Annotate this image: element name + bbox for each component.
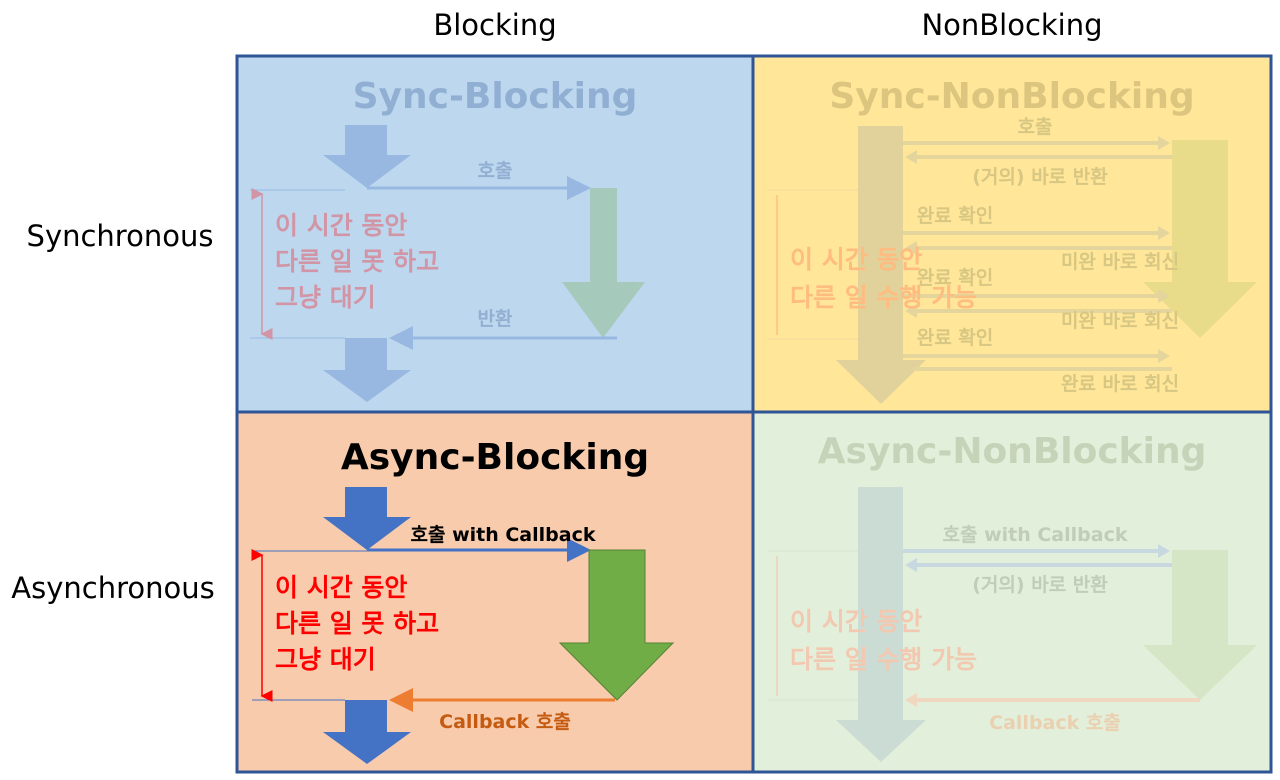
call-label: 호출 with Callback xyxy=(411,524,596,546)
callee-arrow xyxy=(562,188,645,338)
wait-text: 그냥 대기 xyxy=(275,645,376,674)
sync-nonblocking-title: Sync-NonBlocking xyxy=(829,76,1194,117)
caller-arrow xyxy=(323,125,411,188)
other-work-text: 이 시간 동안 xyxy=(790,607,922,636)
sync-blocking-title: Sync-Blocking xyxy=(353,76,638,117)
caller-arrow-resume xyxy=(323,700,411,764)
async-nonblocking-diagram: Async-NonBlocking 호출 with Callback (거의) … xyxy=(767,431,1257,762)
async-nonblocking-title: Async-NonBlocking xyxy=(818,431,1207,472)
other-work-text: 다른 일 수행 가능 xyxy=(790,645,977,674)
sync-nonblocking-diagram: Sync-NonBlocking 호출 (거의) 바로 반환 완료 확인 미완 … xyxy=(767,76,1257,404)
reply-label: 미완 바로 회신 xyxy=(1061,251,1179,273)
return-label: (거의) 바로 반환 xyxy=(972,166,1108,188)
reply-label: 미완 바로 회신 xyxy=(1061,310,1179,332)
wait-text: 다른 일 못 하고 xyxy=(275,247,439,276)
caller-arrow xyxy=(836,487,926,762)
check-label: 완료 확인 xyxy=(917,266,994,289)
row-header-asynchronous: Asynchronous xyxy=(11,571,214,605)
callee-arrow xyxy=(1143,550,1257,700)
return-label: (거의) 바로 반환 xyxy=(972,574,1108,596)
quadrant-async-blocking xyxy=(237,412,753,772)
check-label: 완료 확인 xyxy=(917,204,994,227)
wait-text: 이 시간 동안 xyxy=(275,573,407,602)
column-header-blocking: Blocking xyxy=(433,8,556,42)
call-label: 호출 with Callback xyxy=(943,524,1128,546)
call-label: 호출 xyxy=(1018,116,1053,138)
other-work-text: 이 시간 동안 xyxy=(790,245,922,274)
async-blocking-diagram: Async-Blocking 호출 with Callback Callback… xyxy=(251,437,675,764)
wait-text: 그냥 대기 xyxy=(275,283,376,312)
quadrant-sync-blocking xyxy=(237,56,753,412)
wait-text: 다른 일 못 하고 xyxy=(275,609,439,638)
call-label: 호출 xyxy=(478,160,513,182)
caller-arrow xyxy=(836,126,926,404)
reply-label: 완료 바로 회신 xyxy=(1061,373,1179,395)
return-label: 반환 xyxy=(478,308,513,330)
callee-arrow xyxy=(558,549,675,701)
async-blocking-title: Async-Blocking xyxy=(341,437,649,478)
callee-arrow xyxy=(1143,140,1257,338)
sync-blocking-diagram: Sync-Blocking 호출 반환 이 시간 동안 다른 일 못 하고 그냥… xyxy=(250,76,645,402)
other-work-text: 다른 일 수행 가능 xyxy=(790,283,977,312)
callback-label: Callback 호출 xyxy=(439,711,571,733)
quadrant-borders xyxy=(235,54,1273,774)
column-header-nonblocking: NonBlocking xyxy=(921,8,1102,42)
caller-arrow-resume xyxy=(323,338,411,402)
callback-label: Callback 호출 xyxy=(989,712,1121,734)
wait-text: 이 시간 동안 xyxy=(275,211,407,240)
row-header-synchronous: Synchronous xyxy=(27,219,214,253)
check-label: 완료 확인 xyxy=(917,326,994,349)
caller-arrow xyxy=(323,487,411,550)
